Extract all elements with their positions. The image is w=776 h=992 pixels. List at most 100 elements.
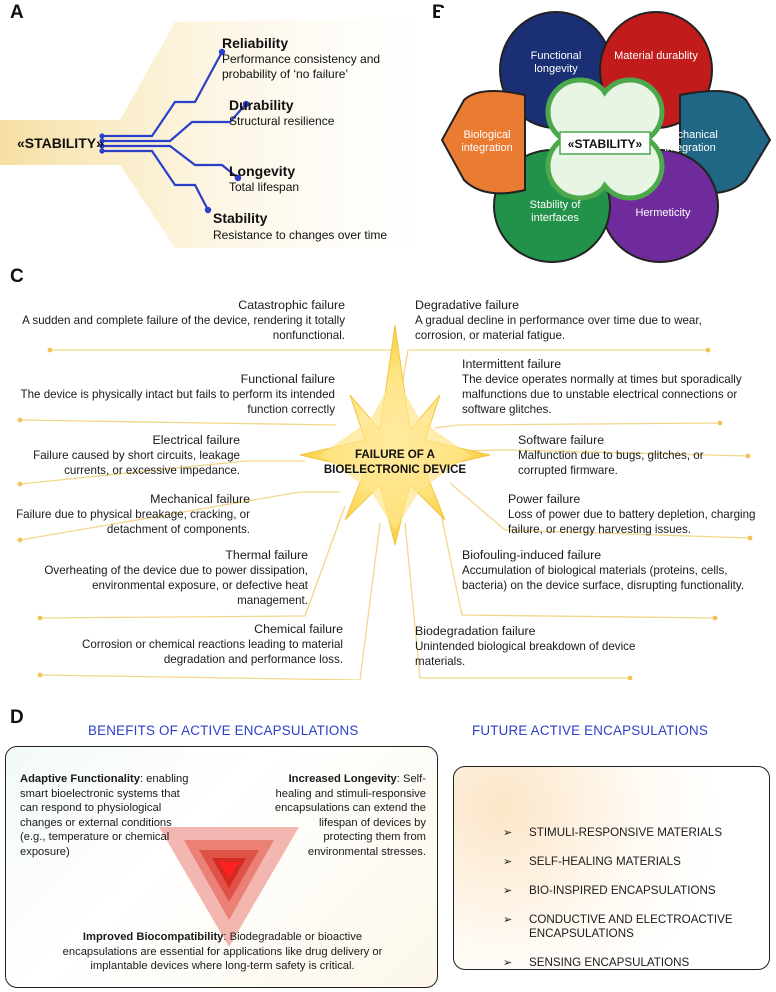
reliability-title: Reliability — [222, 35, 289, 51]
adaptive-functionality-text: Adaptive Functionality: enabling smart b… — [20, 772, 200, 859]
stability-flower-diagram — [440, 8, 772, 264]
increased-longevity-text: Increased Longevity: Self-healing and st… — [268, 772, 426, 859]
failure-desc: Failure caused by short circuits, leakag… — [33, 449, 240, 477]
connector-electrical — [19, 460, 305, 485]
arrow-right-icon: ➢ — [503, 827, 513, 839]
improved-biocompatibility-text: Improved Biocompatibility: Biodegradable… — [55, 930, 390, 974]
connector-power — [449, 482, 751, 539]
failure-item-degradative: Degradative failure A gradual decline in… — [415, 298, 755, 343]
petal-label-hermeticity: Hermeticity — [635, 207, 691, 219]
arrow-right-icon: ➢ — [503, 856, 513, 868]
panel-d-letter: D — [10, 707, 24, 728]
durability-desc: Structural resilience — [229, 114, 335, 128]
future-heading: FUTURE ACTIVE ENCAPSULATIONS — [472, 723, 709, 738]
failure-title: Biofouling-induced failure — [462, 548, 602, 562]
failure-title: Thermal failure — [225, 548, 308, 562]
benefits-triangle — [159, 827, 299, 947]
failure-desc: Failure due to physical breakage, cracki… — [16, 508, 250, 536]
panel-b-center-label: «STABILITY» — [567, 137, 643, 151]
failure-item-chemical: Chemical failure Corrosion or chemical r… — [75, 622, 343, 667]
failure-item-biofouling: Biofouling-induced failure Accumulation … — [462, 548, 752, 593]
petal-label-biological-integration: Biological integration — [461, 129, 513, 154]
failure-title: Catastrophic failure — [238, 298, 345, 312]
adaptive-functionality-title: Adaptive Functionality — [20, 773, 140, 785]
failure-desc: Unintended biological breakdown of devic… — [415, 640, 636, 668]
failure-item-electrical: Electrical failure Failure caused by sho… — [10, 433, 240, 478]
longevity-desc: Total lifespan — [229, 180, 300, 194]
fan-dot-reliability — [218, 48, 226, 56]
failure-title: Power failure — [508, 492, 581, 506]
connector-mechanical — [19, 491, 340, 541]
increased-longevity-title: Increased Longevity — [288, 773, 397, 785]
future-item: ➢ CONDUCTIVE AND ELECTROACTIVE ENCAPSULAT… — [503, 913, 759, 941]
future-item: ➢SENSING ENCAPSULATIONS — [503, 956, 759, 970]
failure-title: Intermittent failure — [462, 357, 562, 371]
fan-line-stability — [102, 149, 209, 211]
failure-desc: The device operates normally at times bu… — [462, 373, 742, 416]
failure-desc: The device is physically intact but fail… — [20, 388, 335, 416]
future-item-label: CONDUCTIVE AND ELECTROACTIVE ENCAPSULATI… — [529, 913, 733, 940]
fan-line-durability — [102, 103, 247, 143]
petal-label-functional-longevity: Functional longevity — [530, 50, 582, 75]
failure-title: Electrical failure — [152, 433, 240, 447]
benefits-heading: BENEFITS OF ACTIVE ENCAPSULATIONS — [88, 723, 359, 738]
future-item-label: BIO-INSPIRED ENCAPSULATIONS — [529, 884, 716, 897]
center-label-box — [559, 131, 651, 155]
failure-desc: A sudden and complete failure of the dev… — [22, 314, 345, 342]
fan-dot-durability — [242, 100, 250, 108]
stability-fan-diagram — [0, 18, 415, 248]
failure-desc: A gradual decline in performance over ti… — [415, 314, 702, 342]
failure-title: Biodegradation failure — [415, 624, 536, 638]
future-item-label: SELF-HEALING MATERIALS — [529, 855, 681, 868]
arrow-right-icon: ➢ — [503, 885, 513, 897]
future-item: ➢ STIMULI-RESPONSIVE MATERIALS — [503, 826, 759, 840]
future-item-label: STIMULI-RESPONSIVE MATERIALS — [529, 826, 723, 839]
durability-title: Durability — [229, 97, 294, 113]
failure-item-catastrophic: Catastrophic failure A sudden and comple… — [10, 298, 345, 343]
connector-thermal — [39, 505, 346, 619]
failure-center-label: FAILURE OF A BIOELECTRONIC DEVICE — [323, 448, 467, 476]
future-item: ➢ BIO-INSPIRED ENCAPSULATIONS — [503, 884, 759, 898]
failure-item-mechanical: Mechanical failure Failure due to physic… — [2, 492, 250, 537]
failure-desc: Accumulation of biological materials (pr… — [462, 564, 745, 592]
failure-title: Mechanical failure — [150, 492, 250, 506]
connector-functional — [19, 419, 337, 426]
petal-label-mechanical-integration: Mechanical integration — [662, 129, 718, 154]
failure-item-thermal: Thermal failure Overheating of the devic… — [30, 548, 308, 608]
benefits-box — [5, 746, 438, 988]
fan-line-reliability — [102, 51, 223, 138]
failure-item-biodegradation: Biodegradation failure Unintended biolog… — [415, 624, 640, 669]
longevity-title: Longevity — [229, 163, 296, 179]
adaptive-functionality-desc: : enabling smart bioelectronic systems t… — [20, 773, 189, 858]
stability-title: Stability — [213, 210, 268, 226]
future-item: ➢ SELF-HEALING MATERIALS — [503, 855, 759, 869]
failure-desc: Corrosion or chemical reactions leading … — [82, 638, 343, 666]
failure-title: Functional failure — [240, 372, 335, 386]
future-list: ➢ STIMULI-RESPONSIVE MATERIALS ➢ SELF-HEAL… — [503, 826, 759, 985]
improved-biocompatibility-desc: : Biodegradable or bioactive encapsulati… — [62, 931, 383, 972]
petal-label-stability-of-interfaces: Stability of interfaces — [529, 199, 581, 224]
stability-desc: Resistance to changes over time — [213, 228, 388, 242]
connector-biofouling — [439, 508, 716, 619]
panel-a-letter: A — [10, 2, 24, 23]
arrow-right-icon: ➢ — [503, 914, 513, 926]
failure-title: Software failure — [518, 433, 605, 447]
failure-item-intermittent: Intermittent failure The device operates… — [462, 357, 762, 417]
fan-shape — [0, 18, 415, 248]
failure-item-power: Power failure Loss of power due to batte… — [508, 492, 770, 537]
future-box — [453, 766, 770, 970]
improved-biocompatibility-title: Improved Biocompatibility — [82, 931, 224, 943]
petal-label-material-durability: Material durablity — [614, 50, 698, 62]
failure-item-software: Software failure Malfunction due to bugs… — [518, 433, 718, 478]
petal-biological-integration — [440, 90, 526, 195]
fan-dot-stability — [204, 206, 212, 214]
failure-desc: Loss of power due to battery depletion, … — [508, 508, 756, 536]
panel-c-letter: C — [10, 266, 24, 287]
panel-a-center-label: «STABILITY» — [17, 135, 104, 151]
fan-dot-longevity — [234, 174, 242, 182]
future-item-label: SENSING ENCAPSULATIONS — [529, 956, 690, 969]
failure-star-diagram — [17, 324, 753, 680]
failure-desc: Malfunction due to bugs, glitches, or co… — [518, 449, 704, 477]
failure-title: Degradative failure — [415, 298, 520, 312]
failure-item-functional: Functional failure The device is physica… — [10, 372, 335, 417]
